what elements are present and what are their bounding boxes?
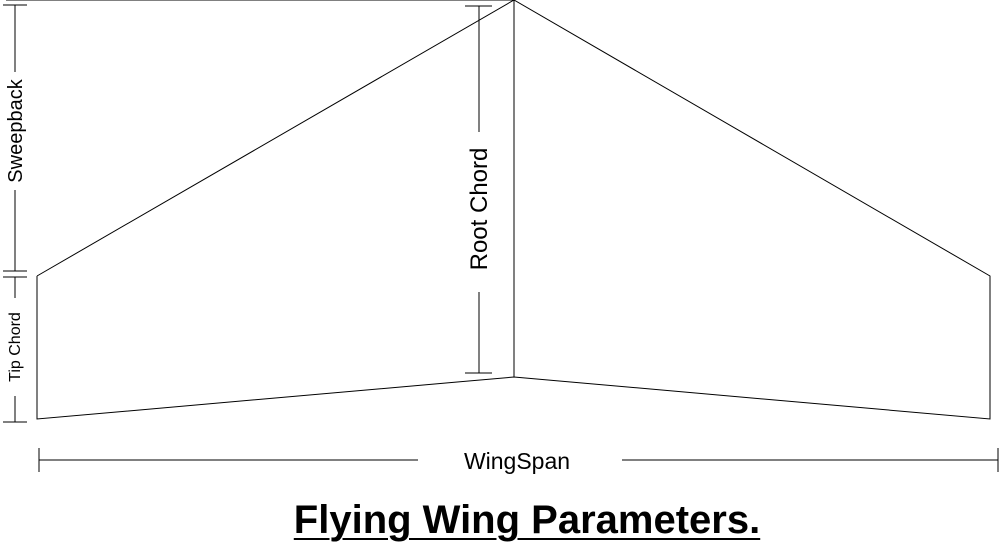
- tip-chord-dimension: [3, 276, 27, 423]
- root-chord-dimension: [465, 5, 492, 374]
- wingspan-dimension: [38, 448, 999, 472]
- sweepback-dimension: [3, 0, 514, 272]
- root-chord-label: Root Chord: [466, 148, 493, 271]
- tip-chord-label: Tip Chord: [7, 312, 24, 382]
- diagram-title: Flying Wing Parameters.: [293, 498, 761, 542]
- wingspan-label: WingSpan: [464, 448, 570, 474]
- sweepback-label: Sweepback: [5, 78, 27, 182]
- wing-outline: [36, 0, 991, 420]
